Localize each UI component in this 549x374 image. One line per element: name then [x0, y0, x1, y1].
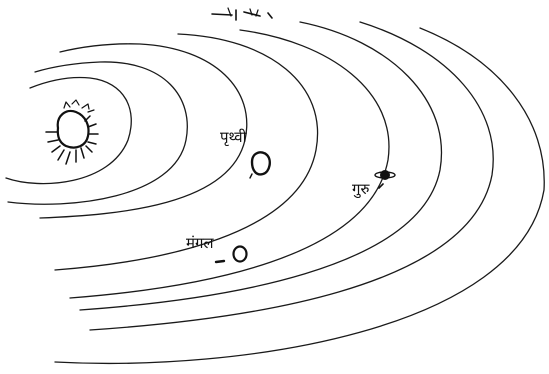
sun-icon: [46, 100, 98, 164]
mars-planet-icon: [216, 247, 247, 263]
jupiter-planet-icon: [375, 170, 395, 188]
mars-label: मंगल: [186, 236, 214, 251]
orbit-3: [40, 44, 247, 218]
orbit-1: [6, 77, 131, 183]
earth-label: पृथ्वी: [220, 130, 247, 145]
earth-planet-icon: [250, 152, 270, 178]
orbit-7: [90, 22, 493, 330]
top-scribble: [212, 8, 272, 20]
jupiter-label: गुरु: [352, 182, 369, 197]
orbit-8: [55, 28, 544, 363]
orbit-5: [70, 30, 389, 298]
orbits: [6, 22, 544, 363]
